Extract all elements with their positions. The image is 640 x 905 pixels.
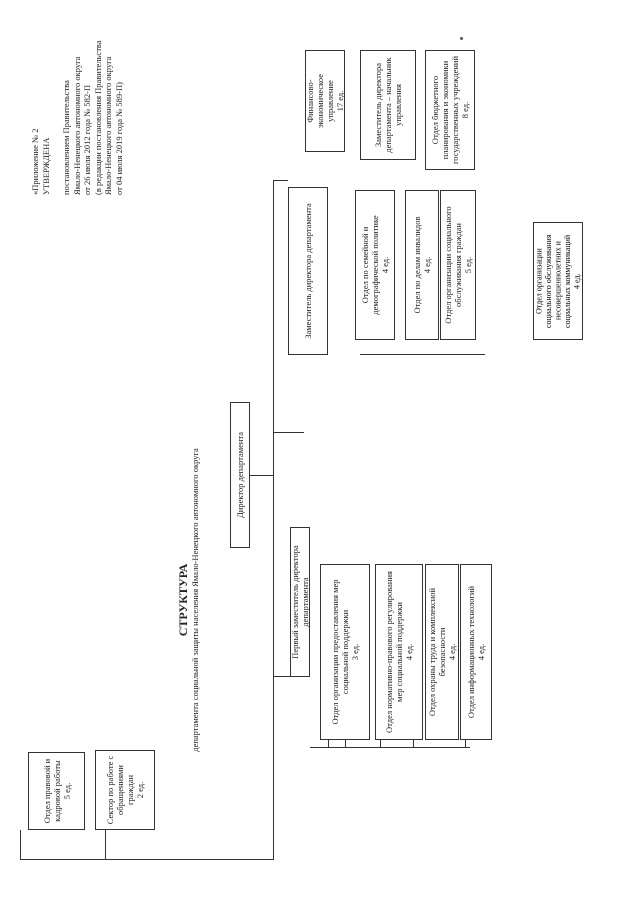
deputy-director-box: Заместитель директора департамента [288, 187, 328, 355]
unit-count: 4 ед. [404, 643, 414, 661]
group-line [380, 740, 382, 748]
spine-line [105, 830, 107, 860]
approval-line: «Приложение № 2 [30, 128, 40, 195]
group-line [345, 740, 347, 748]
approval-line: (в редакции постановления Правительства [92, 40, 103, 195]
approval-line: от 04 июля 2019 года № 589-П) [113, 82, 124, 195]
measures-department-box: Отдел организации предоставления мер соц… [320, 564, 370, 740]
unit-label: Заместитель директора департамента – нач… [373, 57, 403, 153]
spine-line [20, 858, 273, 860]
unit-label: Отдел организации социального обслуживан… [534, 234, 572, 328]
regulation-department-box: Отдел нормативно-правового регулирования… [375, 564, 423, 740]
title-subtitle: департамента социальной защиты населения… [190, 448, 200, 752]
structure-sheet: «Приложение № 2 УТВЕРЖДЕНА постановление… [20, 37, 492, 860]
director-label: Директор департамента [235, 431, 245, 519]
spine-line [273, 677, 275, 860]
group-line [360, 353, 485, 355]
connector-line [273, 179, 288, 181]
unit-count: 5 ед. [61, 782, 72, 800]
approval-line: постановлением Правительства [61, 80, 71, 195]
unit-label: Отдел информационных технологий [466, 585, 476, 719]
unit-label: Отдел охраны труда и комплексной безопас… [427, 587, 447, 717]
approval-line: от 26 июля 2012 года № 582-П [82, 84, 92, 195]
unit-label: Отдел организации социального обслуживан… [443, 206, 463, 324]
unit-count: 2 ед. [135, 781, 145, 799]
approval-line: УТВЕРЖДЕНА [40, 137, 51, 195]
approval-line: Ямало-Ненецкого автономного округа [71, 56, 82, 195]
unit-count: 5 ед. [463, 256, 473, 274]
unit-label: Финансово-экономическое управление [305, 73, 335, 129]
unit-label: Отдел правовой и кадровой работы [41, 758, 62, 824]
unit-count: 4 ед. [476, 643, 486, 661]
title-heading: СТРУКТУРА [176, 563, 190, 637]
unit-label: Отдел организации предоставления мер соц… [330, 579, 350, 725]
unit-count: 4 ед. [422, 256, 432, 274]
document-title: СТРУКТУРА департамента социальной защиты… [176, 420, 201, 780]
unit-count: 17 ед. [335, 90, 345, 112]
social-service-department-box: Отдел организации социального обслуживан… [440, 190, 476, 340]
approval-line: Ямало-Ненецкого автономного округа [103, 56, 113, 195]
connector-line [250, 474, 273, 476]
unit-label: Заместитель директора департамента [303, 203, 313, 339]
group-line [465, 740, 467, 748]
unit-label: Отдел по делам инвалидов [412, 216, 422, 314]
connector-line [273, 675, 290, 677]
connector-line [273, 431, 288, 433]
approval-block: «Приложение № 2 УТВЕРЖДЕНА постановление… [30, 40, 124, 195]
director-box: Директор департамента [230, 402, 250, 548]
deputy-head-box: Заместитель директора департамента – нач… [360, 50, 416, 160]
unit-label: Первый заместитель директора департамент… [290, 545, 310, 659]
group-line [310, 746, 470, 748]
unit-count: 4 ед. [572, 273, 582, 289]
minors-department-box: Отдел организации социального обслуживан… [533, 222, 583, 340]
unit-label: Отдел бюджетного планирования и экономик… [430, 55, 460, 165]
unit-label: Отдел по семейной и демографической поли… [360, 215, 380, 315]
group-line [328, 740, 330, 748]
approval-gap [51, 45, 61, 195]
dot-mark [460, 37, 463, 40]
unit-count: 3 ед. [350, 643, 360, 661]
unit-label: Сектор по работе с обращениями граждан [105, 755, 135, 825]
unit-count: 4 ед. [447, 643, 457, 661]
group-line [413, 740, 415, 748]
labor-safety-department-box: Отдел охраны труда и комплексной безопас… [425, 564, 459, 740]
unit-count: 4 ед. [380, 256, 390, 274]
spine-line [20, 830, 22, 860]
first-deputy-box: Первый заместитель директора департамент… [290, 527, 310, 677]
family-department-box: Отдел по семейной и демографической поли… [355, 190, 395, 340]
connector-line [273, 181, 275, 677]
unit-count: 8 ед. [460, 101, 470, 119]
unit-label: Отдел нормативно-правового регулирования… [384, 571, 404, 733]
group-line [288, 431, 304, 433]
budget-department-box: Отдел бюджетного планирования и экономик… [425, 50, 475, 170]
